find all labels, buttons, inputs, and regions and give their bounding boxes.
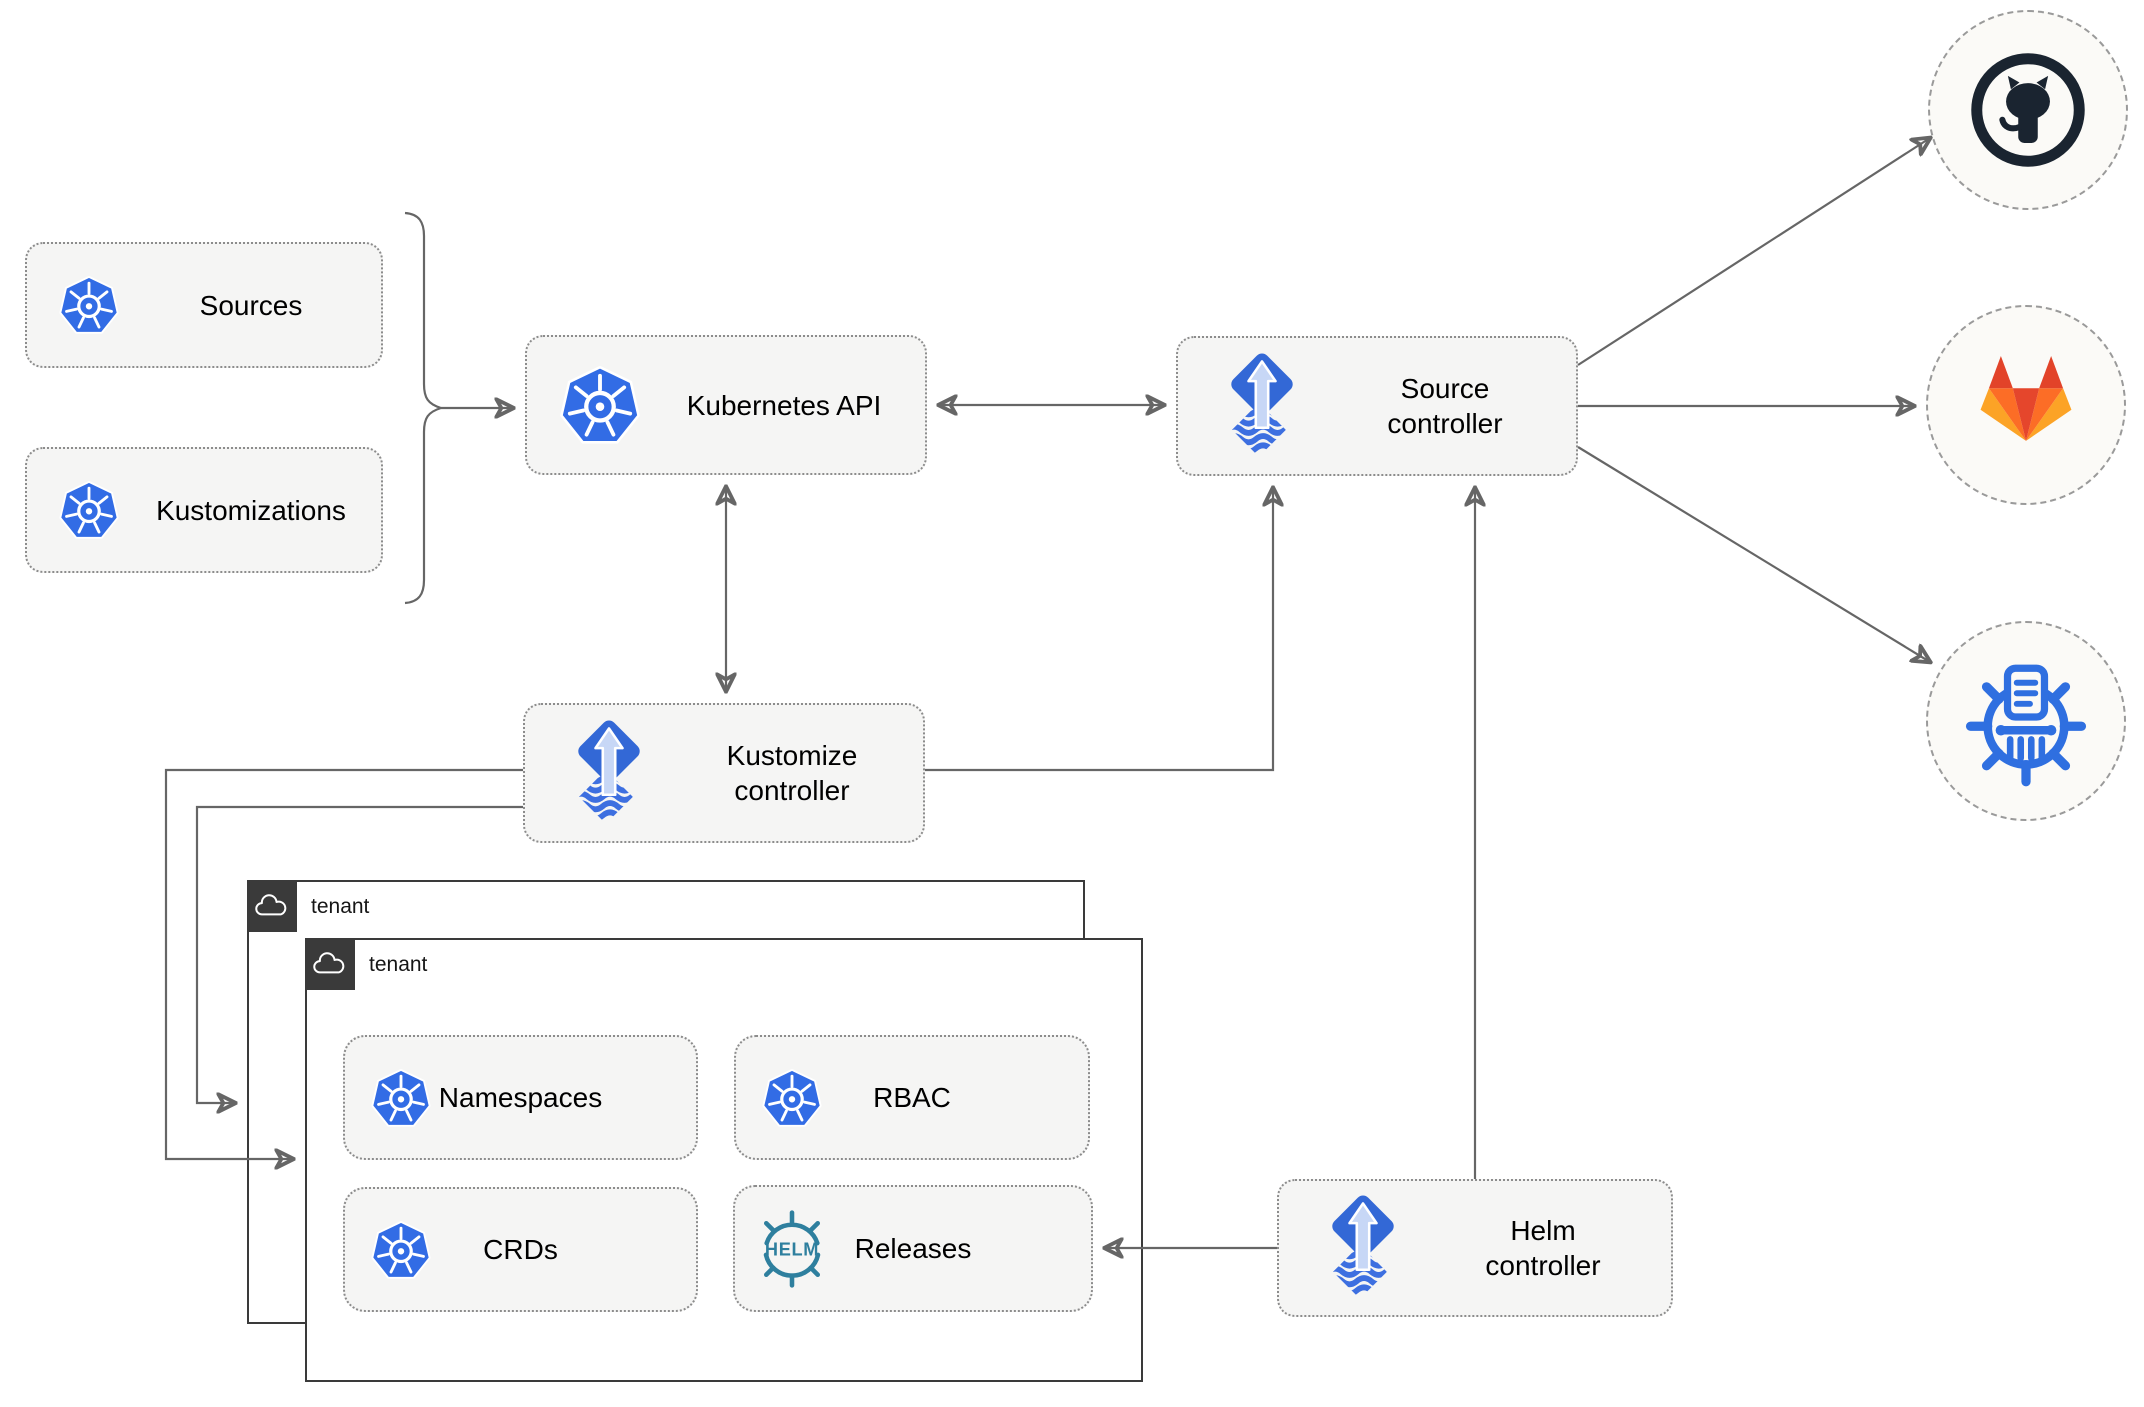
github-icon	[1971, 53, 2085, 167]
node-label: Releases	[854, 1232, 972, 1264]
flux-icon	[1311, 1191, 1415, 1305]
node-crds: CRDs	[343, 1187, 698, 1312]
tenant-header	[305, 938, 355, 990]
cloud-icon	[312, 952, 348, 977]
cloud-icon	[254, 894, 290, 919]
arrow-kustomize-to-source-controller	[925, 488, 1273, 772]
node-label: Source controller	[1387, 373, 1503, 439]
node-helm-controller: Helm controller	[1277, 1179, 1673, 1317]
kubernetes-icon	[57, 273, 121, 337]
node-kustomize-controller: Kustomize controller	[523, 703, 925, 843]
tenant-label: tenant	[369, 953, 428, 976]
remote-chartmuseum	[1926, 621, 2126, 821]
node-source-controller: Source controller	[1176, 336, 1578, 476]
node-namespaces: Namespaces	[343, 1035, 698, 1160]
remote-gitlab	[1926, 305, 2126, 505]
node-sources: Sources	[25, 242, 383, 368]
gitlab-icon	[1980, 355, 2072, 441]
node-label: Namespaces	[438, 1081, 603, 1113]
node-label: Kustomizations	[156, 494, 346, 526]
node-label: Helm controller	[1485, 1215, 1601, 1281]
arrow-source-controller-to-github	[1577, 138, 1930, 366]
node-label: CRDs	[483, 1233, 558, 1265]
node-releases: Releases	[733, 1185, 1093, 1312]
tenant-group-front: tenant	[305, 938, 1143, 1382]
node-label: Kustomize controller	[726, 740, 858, 806]
node-kubernetes-api: Kubernetes API	[525, 335, 927, 475]
kubernetes-icon	[557, 362, 643, 448]
tenant-label: tenant	[311, 895, 370, 918]
remote-github	[1928, 10, 2128, 210]
flux-icon	[557, 716, 661, 830]
kubernetes-icon	[57, 478, 121, 542]
arrow-source-controller-to-chartmuseum	[1577, 446, 1930, 662]
tenant-header	[247, 880, 297, 932]
node-rbac: RBAC	[734, 1035, 1090, 1160]
node-kustomizations: Kustomizations	[25, 447, 383, 573]
flux-icon	[1210, 349, 1314, 463]
node-label: Sources	[199, 289, 303, 321]
node-label: RBAC	[873, 1081, 951, 1113]
node-label: Kubernetes API	[686, 389, 882, 421]
chartmuseum-icon	[1965, 664, 2087, 787]
brace-sources-group	[404, 211, 445, 605]
